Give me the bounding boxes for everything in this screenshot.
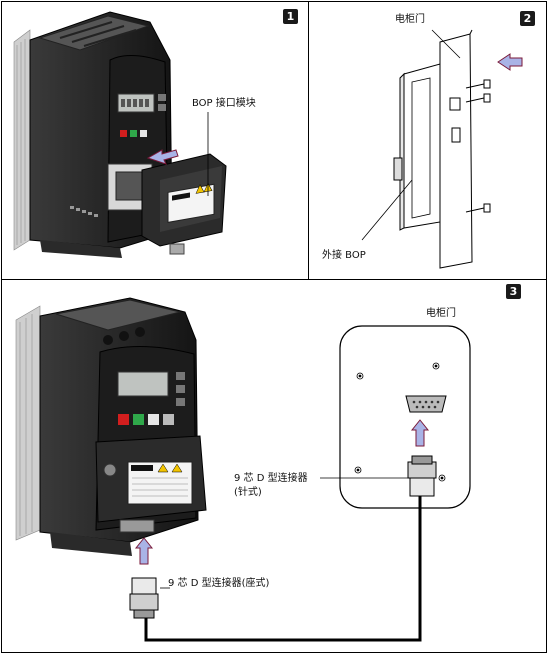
panel3-arrow-door	[410, 419, 430, 447]
panel2-door-assembly	[393, 29, 491, 269]
external-bop-label: 外接 BOP	[322, 250, 366, 261]
panel3-inverter	[15, 297, 207, 556]
panel3-cabinet-door	[339, 325, 471, 509]
panel2-insert-arrow	[497, 53, 523, 71]
panel1-insert-arrow	[146, 149, 179, 165]
female-connector-label: 9 芯 D 型连接器(座式)	[168, 578, 270, 589]
panel-number-3: 3	[506, 284, 521, 299]
panel-divider-vertical	[308, 1, 309, 279]
male-connector-label-line2: (针式)	[234, 487, 262, 498]
panel3-arrow-inverter	[134, 537, 154, 565]
panel1-inverter	[13, 11, 227, 258]
cabinet-door-label-panel3: 电柜门	[426, 308, 456, 319]
panel3-female-connector	[129, 577, 159, 619]
male-connector-label-line1: 9 芯 D 型连接器	[234, 473, 308, 484]
panel-divider-horizontal	[1, 279, 547, 280]
panel3-cable	[144, 496, 422, 642]
panel-number-1: 1	[283, 9, 298, 24]
bop-interface-module-label: BOP 接口模块	[192, 98, 256, 109]
panel3-male-connector	[407, 455, 437, 497]
panel-number-2: 2	[520, 11, 535, 26]
cabinet-door-label: 电柜门	[395, 14, 425, 25]
